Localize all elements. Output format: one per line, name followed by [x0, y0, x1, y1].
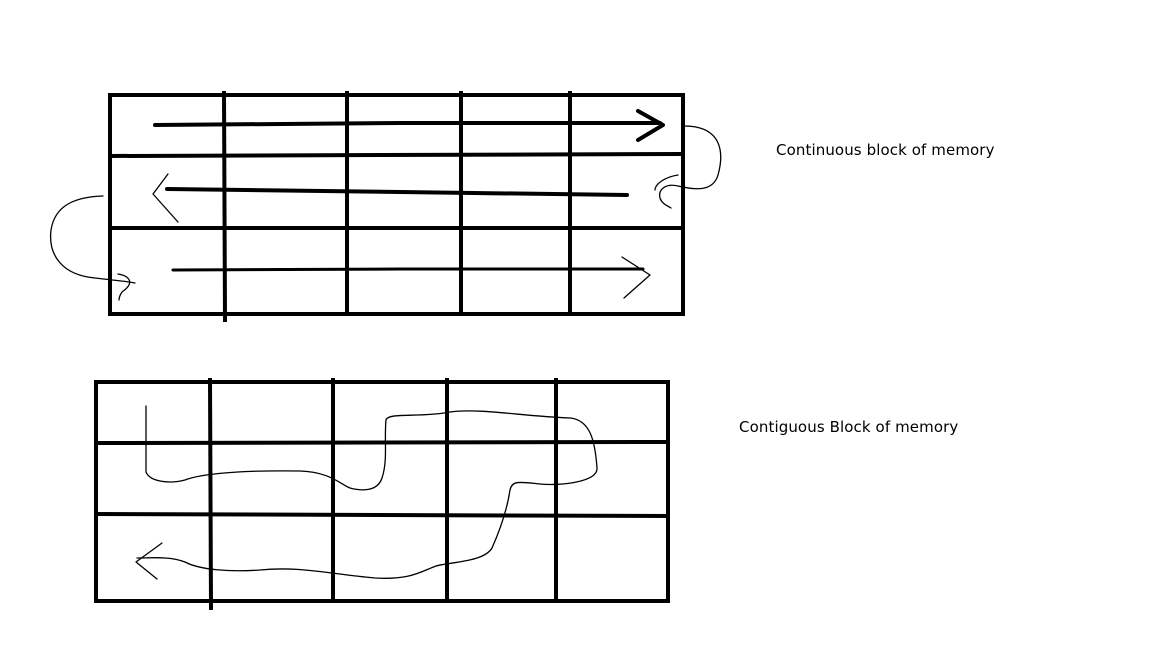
- grid-row-divider: [93, 511, 671, 519]
- left-connector-hook: [117, 273, 131, 301]
- grid-row-divider: [93, 439, 671, 446]
- row-3-arrow-right: [171, 267, 645, 272]
- grid-column-divider: [207, 377, 214, 611]
- grid-column-divider: [221, 90, 228, 323]
- row-1-arrow-right: [153, 121, 662, 127]
- grid-outline: [108, 93, 685, 316]
- right-connector-loop: [659, 125, 722, 209]
- contiguous-memory-grid: [93, 377, 671, 611]
- left-connector-loop: [49, 195, 136, 284]
- row-2-arrow-left: [165, 187, 629, 197]
- grid-outline: [94, 380, 670, 603]
- continuous-traversal-path: [49, 109, 722, 301]
- contiguous-block-caption: Contiguous Block of memory: [739, 418, 959, 436]
- contiguous-traversal-path: [135, 405, 598, 580]
- grid-row-divider: [107, 151, 686, 159]
- left-arrowhead: [135, 542, 163, 580]
- continuous-memory-grid: [107, 90, 686, 323]
- row-3-arrowhead: [621, 256, 651, 299]
- row-1-arrowhead: [636, 109, 665, 142]
- row-2-arrowhead: [152, 173, 179, 223]
- meandering-path: [136, 405, 598, 579]
- continuous-block-caption: Continuous block of memory: [776, 141, 995, 159]
- right-connector-hook: [654, 174, 679, 191]
